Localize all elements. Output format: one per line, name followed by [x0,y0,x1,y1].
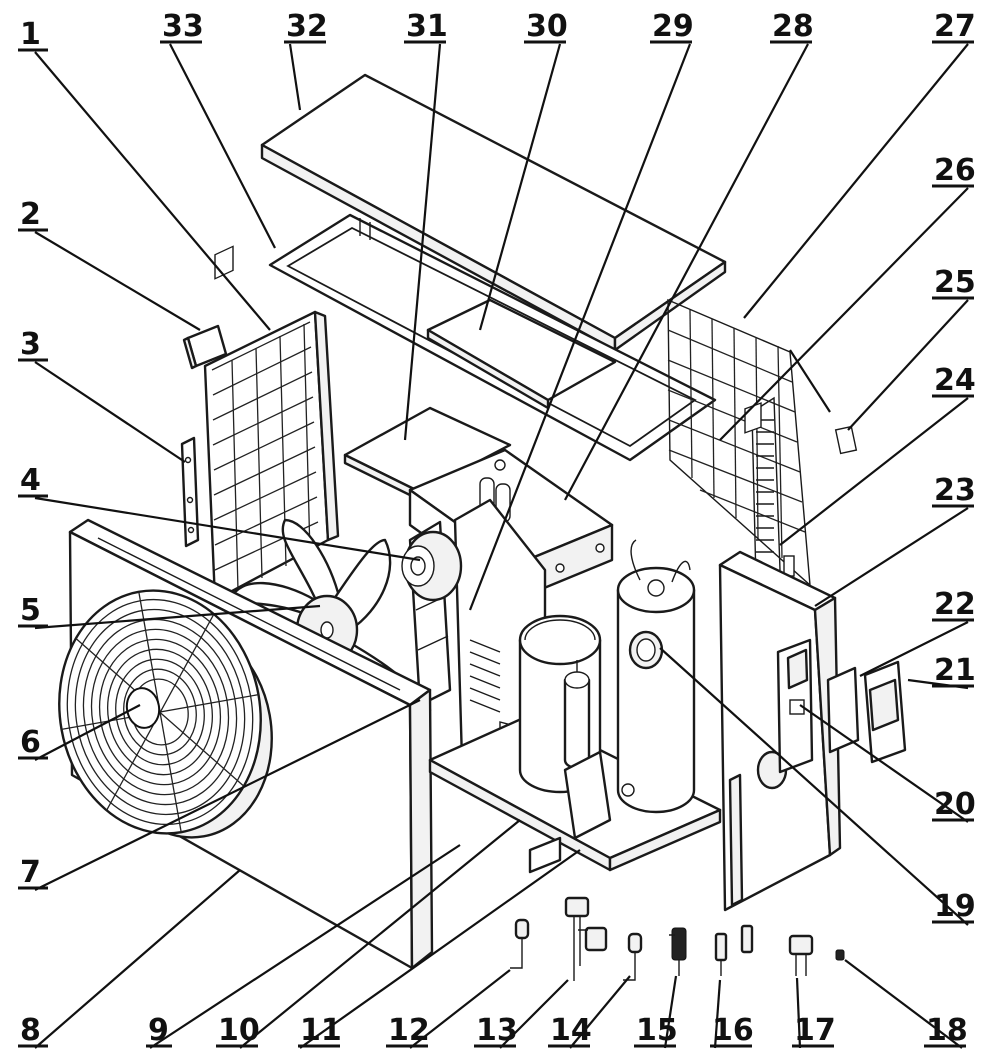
callout-29: 29 [652,9,694,44]
pressure-switch-14 [623,932,643,981]
top-cover [260,73,727,352]
inner-cover-plate [426,298,617,410]
callout-6: 6 [20,725,41,760]
callout-20: 20 [934,787,976,822]
nut-18 [835,949,845,961]
callout-15: 15 [636,1013,678,1048]
callout-16: 16 [712,1013,754,1048]
callout-28: 28 [772,9,814,44]
callout-1: 1 [20,17,41,52]
callout-18: 18 [926,1013,968,1048]
small-parts [510,896,845,981]
callout-23: 23 [934,473,976,508]
callout-30: 30 [526,9,568,44]
callout-32: 32 [286,9,328,44]
callout-labels: 1 2 3 4 5 6 7 8 9 10 11 12 13 14 15 16 1 [18,9,976,1048]
leader-lines [34,43,969,1049]
callout-12: 12 [388,1013,430,1048]
electronic-bracket [563,750,612,840]
callout-33: 33 [162,9,204,44]
callout-13: 13 [476,1013,518,1048]
callout-31: 31 [406,9,448,44]
four-way-valve-13 [564,896,608,981]
filter-16 [714,924,754,976]
callout-22: 22 [934,587,976,622]
callout-7: 7 [20,855,41,890]
callout-19: 19 [934,889,976,924]
fan-motor [401,530,463,602]
callout-14: 14 [550,1013,592,1048]
callout-17: 17 [794,1013,836,1048]
callout-10: 10 [218,1013,260,1048]
callout-25: 25 [934,265,976,300]
sensor-clip [834,425,858,455]
callout-2: 2 [20,197,41,232]
expansion-valve-15 [669,927,687,976]
callout-9: 9 [148,1013,169,1048]
display-controller [776,638,814,774]
pressure-switch-12 [510,918,530,969]
fan-guard [58,589,273,839]
side-bracket [180,436,200,548]
callout-8: 8 [20,1013,41,1048]
pressure-valve-17 [788,934,814,976]
callout-21: 21 [934,653,976,688]
evaporator-grille [667,298,831,587]
callout-27: 27 [934,9,976,44]
callout-4: 4 [20,463,41,498]
wired-controller [863,660,907,764]
callout-5: 5 [20,593,41,628]
callout-24: 24 [934,363,976,398]
heat-exchanger [616,539,696,814]
control-box-cover [182,324,228,370]
callout-11: 11 [300,1013,342,1048]
callout-3: 3 [20,327,41,362]
callout-26: 26 [934,153,976,188]
controller-frame [826,666,860,754]
